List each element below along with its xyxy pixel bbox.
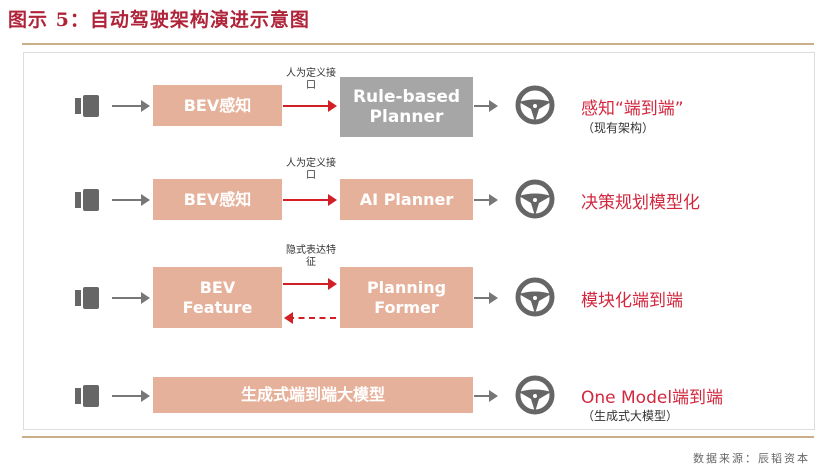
bev-perception-box: BEV感知 bbox=[153, 85, 282, 126]
row-label: One Model端到端 bbox=[581, 388, 724, 408]
dashed-feedback-arrow bbox=[284, 312, 336, 324]
camera-icon bbox=[75, 385, 99, 407]
figure-title: 图示 5：自动驾驶架构演进示意图 bbox=[8, 9, 310, 31]
row-label: 决策规划模型化 bbox=[581, 193, 700, 213]
source-note: 数据来源：辰韬资本 bbox=[693, 452, 810, 465]
camera-icon bbox=[75, 95, 99, 117]
arrow bbox=[112, 194, 150, 206]
camera-icon bbox=[75, 287, 99, 309]
steering-wheel-icon bbox=[515, 277, 555, 317]
arrow bbox=[112, 100, 150, 112]
planning-former-box: Planning Former bbox=[340, 267, 473, 328]
row-sublabel: （现有架构） bbox=[582, 121, 655, 135]
row-label: 感知“端到端” bbox=[581, 99, 684, 119]
bev-feature-box: BEV Feature bbox=[153, 267, 282, 328]
interface-note: 人为定义接口 bbox=[286, 68, 336, 91]
camera-icon bbox=[75, 189, 99, 211]
row-label: 模块化端到端 bbox=[581, 291, 683, 311]
feature-note: 隐式表达特征 bbox=[286, 245, 336, 268]
ai-planner-box: AI Planner bbox=[340, 179, 473, 220]
steering-wheel-icon bbox=[515, 179, 555, 219]
arrow bbox=[474, 292, 498, 304]
rule-based-planner-box: Rule-based Planner bbox=[340, 77, 473, 137]
arrow bbox=[474, 390, 498, 402]
steering-wheel-icon bbox=[515, 375, 555, 415]
arrow bbox=[112, 390, 150, 402]
red-arrow bbox=[283, 278, 337, 290]
row-sublabel: （生成式大模型） bbox=[582, 409, 679, 423]
red-arrow bbox=[283, 100, 337, 112]
arrow bbox=[474, 100, 498, 112]
arrow bbox=[112, 292, 150, 304]
arrow bbox=[474, 194, 498, 206]
bottom-divider bbox=[22, 436, 814, 438]
top-divider bbox=[22, 43, 814, 45]
bev-perception-box: BEV感知 bbox=[153, 179, 282, 220]
interface-note: 人为定义接口 bbox=[286, 158, 336, 181]
red-arrow bbox=[283, 194, 337, 206]
steering-wheel-icon bbox=[515, 85, 555, 125]
generative-model-box: 生成式端到端大模型 bbox=[153, 377, 473, 413]
